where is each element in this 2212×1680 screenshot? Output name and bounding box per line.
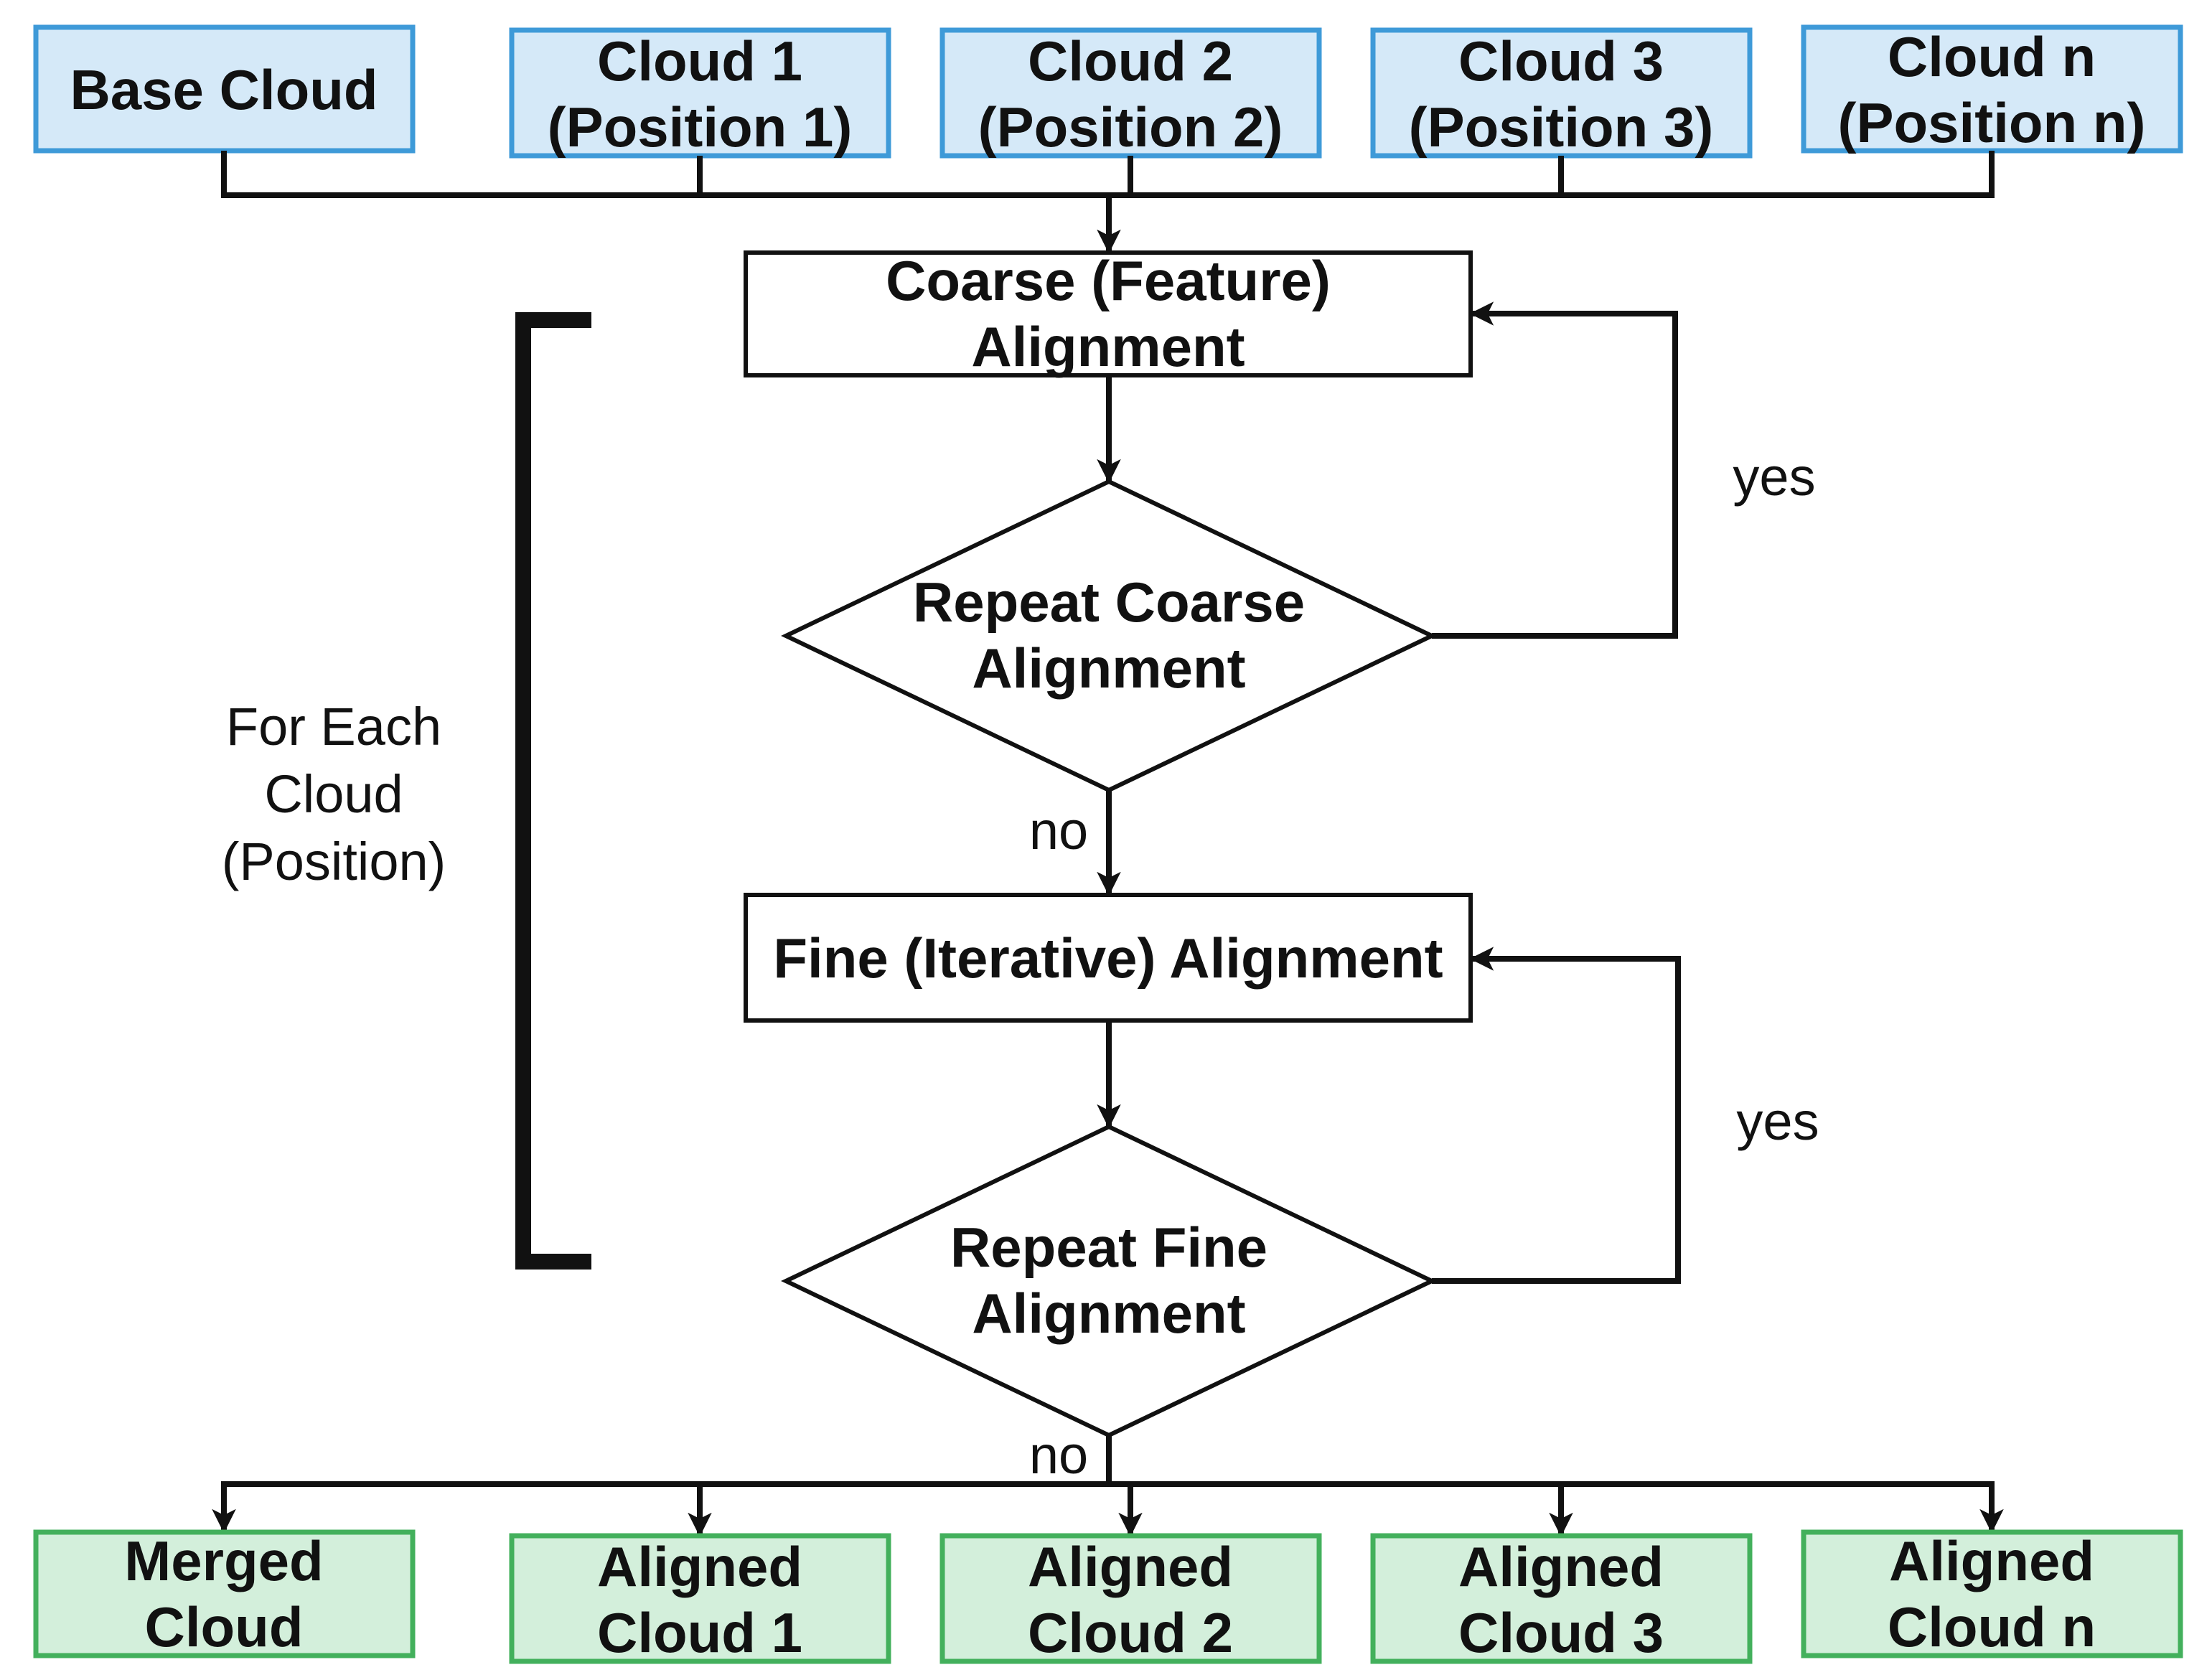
input-label-cloud-3-line-1: Cloud 3 xyxy=(1458,29,1664,93)
fine-yes-label: yes xyxy=(1736,1092,1819,1151)
fine-no-label: no xyxy=(1029,1425,1088,1485)
repeat-coarse-label-line-2: Alignment xyxy=(972,637,1245,700)
repeat-coarse-decision: Repeat Coarse Alignment xyxy=(781,479,1437,793)
coarse-yes-loop-arrow xyxy=(1432,301,1678,639)
output-node-aligned-cloud-2: Aligned Cloud 2 xyxy=(939,1533,1322,1664)
loop-label-line-3: (Position) xyxy=(222,832,446,891)
input-label-cloud-2-line-1: Cloud 2 xyxy=(1028,29,1233,93)
input-label-cloud-n-line-1: Cloud n xyxy=(1888,25,2096,88)
coarse-alignment-node: Coarse (Feature) Alignment xyxy=(744,249,1473,378)
input-node-cloud-1: Cloud 1 (Position 1) xyxy=(509,27,891,159)
output-label-aligned-cloud-2-line-2: Cloud 2 xyxy=(1028,1601,1233,1664)
input-label-cloud-n-line-2: (Position n) xyxy=(1838,91,2146,154)
output-label-aligned-cloud-3-line-1: Aligned xyxy=(1458,1535,1664,1598)
output-label-aligned-cloud-1-line-1: Aligned xyxy=(597,1535,802,1598)
repeat-fine-decision: Repeat Fine Alignment xyxy=(781,1124,1437,1438)
loop-label-line-1: For Each xyxy=(226,697,441,756)
output-label-aligned-cloud-n-line-1: Aligned xyxy=(1889,1529,2094,1592)
input-node-cloud-3: Cloud 3 (Position 3) xyxy=(1370,27,1753,159)
loop-label: For Each Cloud (Position) xyxy=(222,697,446,891)
output-node-merged-cloud: Merged Cloud xyxy=(33,1529,416,1658)
repeat-coarse-label-line-1: Repeat Coarse xyxy=(913,571,1305,634)
coarse-no-label: no xyxy=(1029,801,1088,860)
input-label-cloud-1-line-1: Cloud 1 xyxy=(597,29,802,93)
repeat-fine-label-line-1: Repeat Fine xyxy=(950,1216,1267,1279)
output-node-aligned-cloud-3: Aligned Cloud 3 xyxy=(1370,1533,1753,1664)
output-label-aligned-cloud-2-line-1: Aligned xyxy=(1028,1535,1233,1598)
input-label-cloud-3-line-2: (Position 3) xyxy=(1409,95,1714,159)
loop-bracket xyxy=(515,312,591,1270)
output-label-aligned-cloud-3-line-2: Cloud 3 xyxy=(1458,1601,1664,1664)
repeat-fine-label-line-2: Alignment xyxy=(972,1282,1245,1345)
loop-label-line-2: Cloud xyxy=(264,764,403,824)
input-label-cloud-2-line-2: (Position 2) xyxy=(978,95,1283,159)
output-label-merged-cloud-line-1: Merged xyxy=(124,1529,323,1592)
output-label-aligned-cloud-n-line-2: Cloud n xyxy=(1888,1595,2096,1658)
output-label-merged-cloud-line-2: Cloud xyxy=(145,1595,304,1658)
fine-alignment-label-line-1: Fine (Iterative) Alignment xyxy=(773,926,1443,990)
coarse-alignment-label-line-1: Coarse (Feature) xyxy=(886,249,1331,312)
input-node-base-cloud: Base Cloud xyxy=(33,24,416,154)
output-node-aligned-cloud-n: Aligned Cloud n xyxy=(1801,1529,2183,1658)
fine-yes-loop-arrow xyxy=(1432,947,1681,1284)
output-label-aligned-cloud-1-line-2: Cloud 1 xyxy=(597,1601,802,1664)
output-node-aligned-cloud-1: Aligned Cloud 1 xyxy=(509,1533,891,1664)
input-node-cloud-n: Cloud n (Position n) xyxy=(1801,24,2183,154)
input-label-cloud-1-line-2: (Position 1) xyxy=(548,95,853,159)
coarse-alignment-label-line-2: Alignment xyxy=(971,315,1245,378)
fine-alignment-node: Fine (Iterative) Alignment xyxy=(744,893,1473,1023)
coarse-yes-label: yes xyxy=(1733,447,1815,507)
input-label-base-cloud-line-1: Base Cloud xyxy=(70,58,378,121)
output-connector-bus xyxy=(212,1481,2004,1537)
input-node-cloud-2: Cloud 2 (Position 2) xyxy=(939,27,1322,159)
